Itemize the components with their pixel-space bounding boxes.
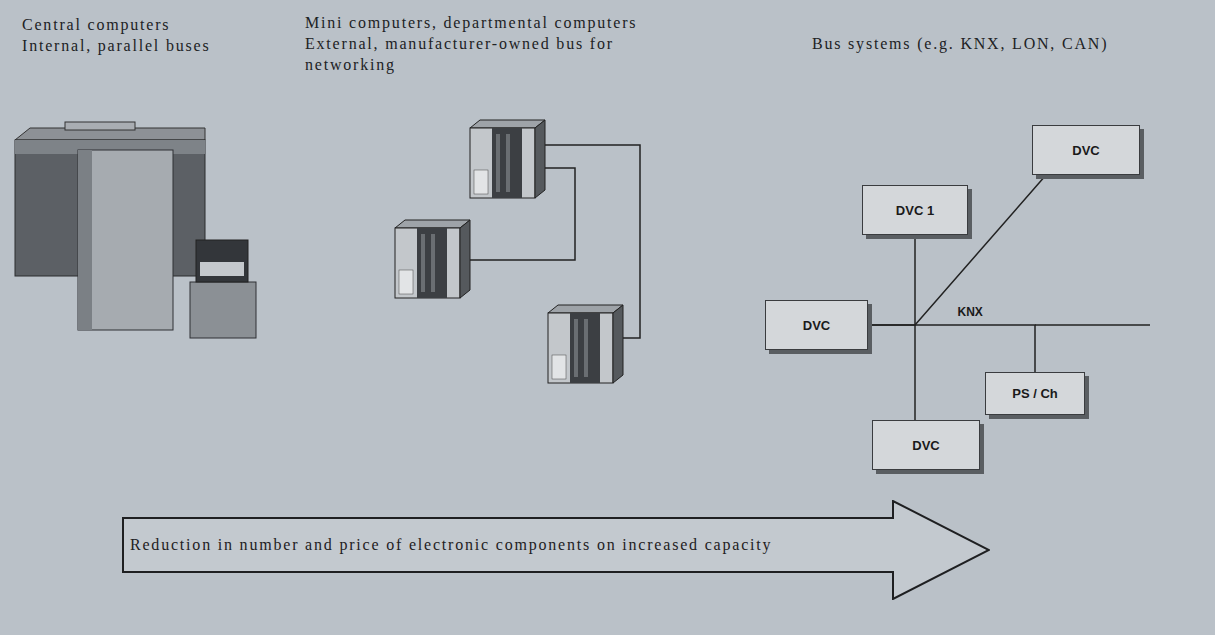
device-box: DVC [1032, 125, 1140, 175]
heading-label: External, manufacturer-owned bus for net… [305, 33, 705, 75]
terminal-monitor [196, 240, 248, 282]
arrow-text: Reduction in number and price of electro… [130, 535, 772, 555]
mainframe-cap [65, 122, 135, 130]
arrow-path [123, 501, 989, 599]
device-box: PS / Ch [985, 372, 1085, 415]
mainframe-front-side [78, 150, 92, 330]
heading-label: Internal, parallel buses [22, 35, 210, 56]
device-label: DVC [803, 318, 830, 333]
device-box: DVC 1 [862, 185, 968, 235]
mini-computer [470, 120, 545, 198]
bus-line-end [1035, 324, 1150, 326]
device-label: DVC [912, 438, 939, 453]
device-label: PS / Ch [1012, 386, 1058, 401]
arrow-band: Reduction in number and price of electro… [122, 500, 990, 600]
device-box: DVC [765, 300, 868, 350]
device-label: DVC 1 [896, 203, 934, 218]
heading-label: Mini computers, departmental computers [305, 12, 637, 33]
heading-label: Bus systems (e.g. KNX, LON, CAN) [812, 33, 1108, 54]
mini-computer [548, 305, 623, 383]
device-label: DVC [1072, 143, 1099, 158]
bus-name: KNX [956, 305, 985, 320]
heading-label: Central computers [22, 14, 170, 35]
bus-line [914, 235, 916, 420]
terminal-base [190, 282, 256, 338]
mainframe-front-unit [78, 150, 173, 330]
terminal-screen [200, 262, 244, 276]
device-box: DVC [872, 420, 980, 470]
mini-computer [395, 220, 470, 298]
bus-line [868, 325, 1035, 372]
